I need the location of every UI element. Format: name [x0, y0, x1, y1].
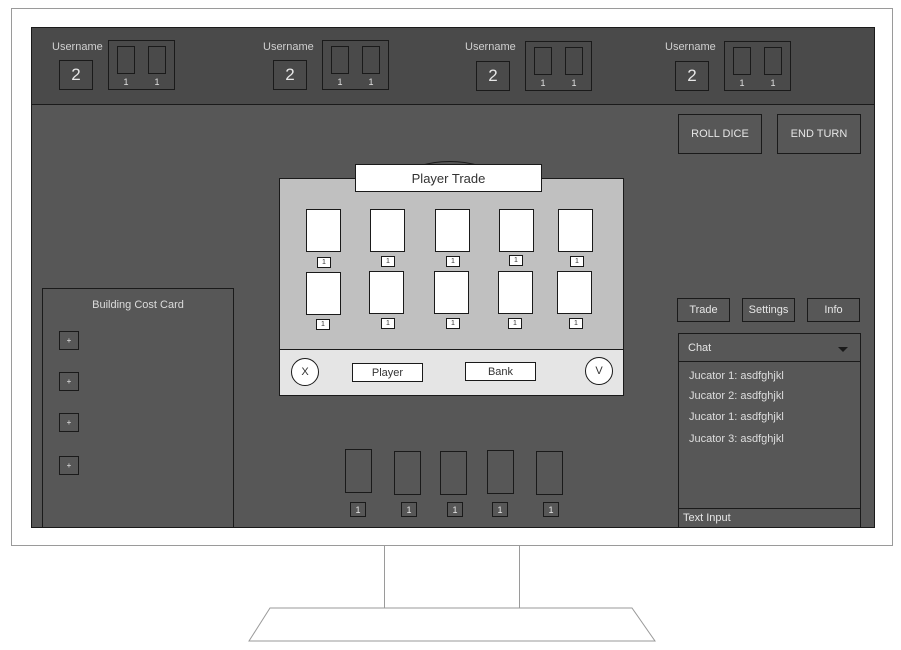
player-count: 2 — [59, 60, 93, 90]
game-screen: Username 2 1 1 Username 2 1 1 Username 2 — [31, 27, 875, 528]
trade-card-count: 1 — [446, 256, 460, 267]
hand-card[interactable] — [536, 451, 563, 495]
card-count: 1 — [368, 77, 374, 87]
player-card — [764, 47, 782, 75]
cancel-trade-button[interactable]: X — [291, 358, 319, 386]
hand-card-count: 1 — [492, 502, 508, 517]
trade-card-count: 1 — [508, 318, 522, 329]
player-card — [148, 46, 166, 74]
card-count: 1 — [123, 77, 129, 87]
player-card — [331, 46, 349, 74]
trade-title: Player Trade — [355, 164, 542, 192]
card-count: 1 — [154, 77, 160, 87]
trade-card[interactable] — [369, 271, 404, 314]
chat-input[interactable]: Text Input — [679, 508, 860, 527]
players-bar: Username 2 1 1 Username 2 1 1 Username 2 — [32, 28, 874, 105]
card-count: 1 — [770, 78, 776, 88]
card-count: 1 — [571, 78, 577, 88]
trade-card[interactable] — [558, 209, 593, 252]
hand-card-count: 1 — [447, 502, 463, 517]
trade-card-count: 1 — [570, 256, 584, 267]
build-plus-button[interactable]: + — [59, 372, 79, 391]
chat-header[interactable]: Chat — [679, 334, 860, 362]
roll-dice-button[interactable]: ROLL DICE — [678, 114, 762, 154]
card-count: 1 — [337, 77, 343, 87]
player-count: 2 — [273, 60, 307, 90]
player-card — [733, 47, 751, 75]
info-button[interactable]: Info — [807, 298, 860, 322]
hand-card[interactable] — [345, 449, 372, 493]
building-cost-title: Building Cost Card — [92, 299, 184, 311]
trade-bank-button[interactable]: Bank — [465, 362, 536, 381]
player-count: 2 — [476, 61, 510, 91]
player-card — [534, 47, 552, 75]
trade-footer: X Player Bank V — [280, 349, 623, 395]
trade-player-button[interactable]: Player — [352, 363, 423, 382]
monitor-neck — [384, 546, 520, 610]
build-plus-button[interactable]: + — [59, 331, 79, 350]
trade-card[interactable] — [370, 209, 405, 252]
hand-card[interactable] — [394, 451, 421, 495]
chat-message: Jucator 2: asdfghjkl — [689, 390, 784, 402]
player-card — [565, 47, 583, 75]
hand-card-count: 1 — [350, 502, 366, 517]
monitor-base — [248, 607, 656, 642]
trade-card-count: 1 — [317, 257, 331, 268]
chat-panel: Chat Jucator 1: asdfghjkl Jucator 2: asd… — [678, 333, 861, 527]
trade-dialog: 1 1 1 1 1 1 1 1 1 1 X Player Bank V — [279, 178, 624, 396]
trade-card[interactable] — [434, 271, 469, 314]
confirm-trade-button[interactable]: V — [585, 357, 613, 385]
chat-message: Jucator 1: asdfghjkl — [689, 411, 784, 423]
player-cards: 1 1 — [322, 40, 389, 90]
trade-card-count: 1 — [569, 318, 583, 329]
trade-card[interactable] — [557, 271, 592, 314]
trade-card-count: 1 — [381, 256, 395, 267]
player-cards: 1 1 — [108, 40, 175, 90]
player-username: Username — [665, 41, 716, 53]
building-cost-card: Building Cost Card + + + + — [42, 288, 234, 527]
build-plus-button[interactable]: + — [59, 456, 79, 475]
trade-card-count: 1 — [316, 319, 330, 330]
hand-card-count: 1 — [401, 502, 417, 517]
player-card — [362, 46, 380, 74]
hand-card[interactable] — [487, 450, 514, 494]
trade-card-count: 1 — [446, 318, 460, 329]
trade-card[interactable] — [306, 272, 341, 315]
chat-message: Jucator 1: asdfghjkl — [689, 370, 784, 382]
card-count: 1 — [739, 78, 745, 88]
player-cards: 1 1 — [724, 41, 791, 91]
player-count: 2 — [675, 61, 709, 91]
chevron-down-icon[interactable] — [838, 347, 848, 353]
trade-card[interactable] — [499, 209, 534, 252]
chat-title: Chat — [688, 342, 712, 354]
player-username: Username — [52, 41, 103, 53]
build-plus-button[interactable]: + — [59, 413, 79, 432]
player-username: Username — [263, 41, 314, 53]
player-username: Username — [465, 41, 516, 53]
trade-card-count: 1 — [509, 255, 523, 266]
trade-card[interactable] — [306, 209, 341, 252]
player-cards: 1 1 — [525, 41, 592, 91]
chat-message: Jucator 3: asdfghjkl — [689, 433, 784, 445]
trade-button[interactable]: Trade — [677, 298, 730, 322]
card-count: 1 — [540, 78, 546, 88]
hand-card[interactable] — [440, 451, 467, 495]
trade-card[interactable] — [435, 209, 470, 252]
trade-card-count: 1 — [381, 318, 395, 329]
settings-button[interactable]: Settings — [742, 298, 795, 322]
trade-card[interactable] — [498, 271, 533, 314]
end-turn-button[interactable]: END TURN — [777, 114, 861, 154]
player-card — [117, 46, 135, 74]
hand-card-count: 1 — [543, 502, 559, 517]
